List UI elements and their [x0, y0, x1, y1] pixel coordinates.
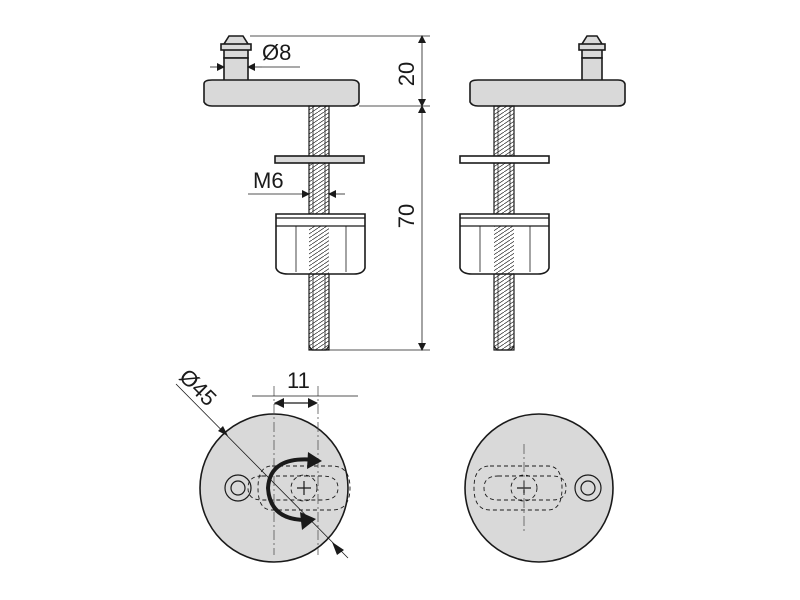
right-side-view — [459, 35, 626, 351]
right-nut — [459, 213, 550, 275]
left-washer — [274, 155, 365, 164]
left-pin — [220, 35, 252, 83]
height-dimensions: 20 70 — [250, 35, 430, 351]
right-top-cap — [469, 79, 626, 107]
left-nut — [275, 213, 366, 275]
right-pin — [578, 35, 606, 83]
offset-label: 11 — [287, 368, 310, 393]
offset-dimension: 11 — [252, 368, 358, 408]
base-diameter-label: Ø45 — [174, 364, 221, 411]
pin-diameter-label: Ø8 — [262, 40, 291, 65]
right-washer — [459, 155, 550, 164]
top-height-label: 20 — [394, 62, 419, 86]
pin-diameter-dimension: Ø8 — [210, 40, 300, 74]
left-top-view: 11 Ø45 — [174, 364, 358, 563]
thread-dimension: M6 — [248, 168, 345, 198]
left-side-view: Ø8 M6 20 70 — [203, 35, 430, 351]
right-top-view — [464, 413, 614, 563]
left-top-cap — [203, 79, 360, 107]
thread-label: M6 — [253, 168, 284, 193]
rotation-arrow-icon — [265, 457, 317, 522]
right-base-disc — [464, 413, 614, 563]
bolt-length-label: 70 — [394, 204, 419, 228]
